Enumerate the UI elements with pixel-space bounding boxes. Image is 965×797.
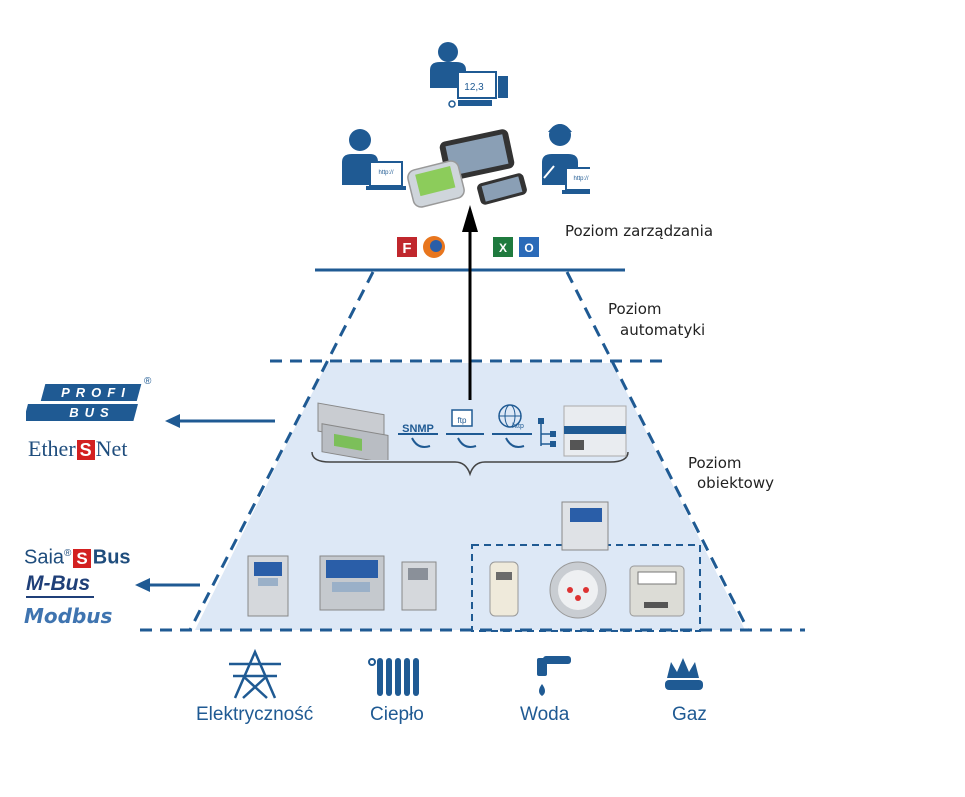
field-devices-group: [247, 501, 685, 619]
arrow-to-mbus-head: [135, 578, 150, 592]
automation-level-label-line2: automatyki: [620, 321, 706, 339]
ethersnet-suffix: Net: [95, 436, 128, 461]
snmp-hand-icon: [398, 433, 438, 448]
profibus-profi-text: PROFI: [61, 385, 131, 400]
automation-devices-row: SNMP ftp http: [317, 402, 627, 460]
electricity-label: Elektryczność: [196, 704, 314, 725]
communication-module-icon: [561, 501, 609, 551]
device-group-brace: [311, 451, 629, 477]
ftp-label: ftp: [458, 416, 467, 425]
energy-meter-icon-2: [319, 555, 385, 611]
management-users-group: 12,3 http:// http://: [342, 42, 590, 208]
ftp-folder-icon: [446, 409, 484, 448]
pyramid-left-edge: [188, 271, 375, 631]
user-laptop-icon: [342, 129, 406, 190]
saia-suffix: Bus: [92, 546, 131, 569]
water-label: Woda: [520, 704, 570, 725]
heat-allocator-icon: [489, 561, 519, 617]
outlook-icon: O: [519, 237, 539, 257]
gas-meter-icon: [629, 565, 685, 617]
mobile-devices-icon: [407, 129, 527, 208]
svg-text:X: X: [499, 241, 507, 255]
filezilla-icon: F: [397, 237, 417, 257]
web-panel-device-icon: [563, 405, 627, 457]
technician-icon: [542, 124, 590, 194]
mbus-logo: M-Bus: [26, 572, 95, 598]
profibus-logo: PROFI BUS ®: [26, 376, 152, 421]
ethersnet-s-badge: S: [76, 440, 95, 460]
arrow-to-profibus-head: [165, 414, 180, 428]
http-globe-icon: [492, 404, 532, 448]
svg-text:F: F: [402, 240, 411, 257]
electricity-tower-icon: [229, 648, 281, 699]
saia-prefix: Saia: [24, 546, 65, 569]
network-tree-icon: [538, 418, 556, 447]
heat-label: Ciepło: [370, 704, 424, 725]
modbus-logo: Modbus: [24, 604, 113, 628]
profibus-registered-mark: ®: [144, 376, 152, 387]
svg-text:O: O: [524, 241, 533, 255]
saia-s-badge: S: [73, 548, 91, 568]
operator-icon: [430, 42, 508, 108]
browser-url-right: http://: [573, 176, 588, 182]
firefox-icon: [423, 236, 445, 258]
operator-screen-value: 12,3: [464, 82, 484, 93]
plc-controller-icon: [317, 402, 389, 460]
profibus-bus-text: BUS: [69, 405, 114, 420]
software-icons-row: F X O: [397, 236, 539, 258]
pyramid-right-edge: [565, 271, 750, 631]
radiator-icon: [368, 658, 419, 696]
upward-arrow-head: [462, 205, 478, 232]
resource-icons-row: [229, 648, 703, 699]
field-level-label-line2: obiektowy: [697, 474, 774, 492]
gas-label: Gaz: [672, 704, 707, 725]
profibus-logo-shape: [26, 384, 142, 421]
automation-level-label-line1: Poziom: [608, 300, 662, 318]
energy-meter-icon-3: [401, 561, 437, 611]
gas-flame-icon: [665, 658, 703, 690]
browser-url-left: http://: [378, 170, 393, 176]
snmp-label: SNMP: [402, 423, 434, 435]
ethersnet-prefix: Ether: [28, 436, 76, 461]
excel-icon: X: [493, 237, 513, 257]
energy-meter-icon-1: [247, 555, 289, 617]
http-label: http: [512, 423, 524, 430]
field-level-label-line1: Poziom: [688, 454, 742, 472]
saia-registered-mark: ®: [64, 548, 72, 559]
water-meter-icon: [549, 561, 607, 619]
water-tap-icon: [537, 656, 571, 696]
management-level-label: Poziom zarządzania: [565, 222, 714, 240]
